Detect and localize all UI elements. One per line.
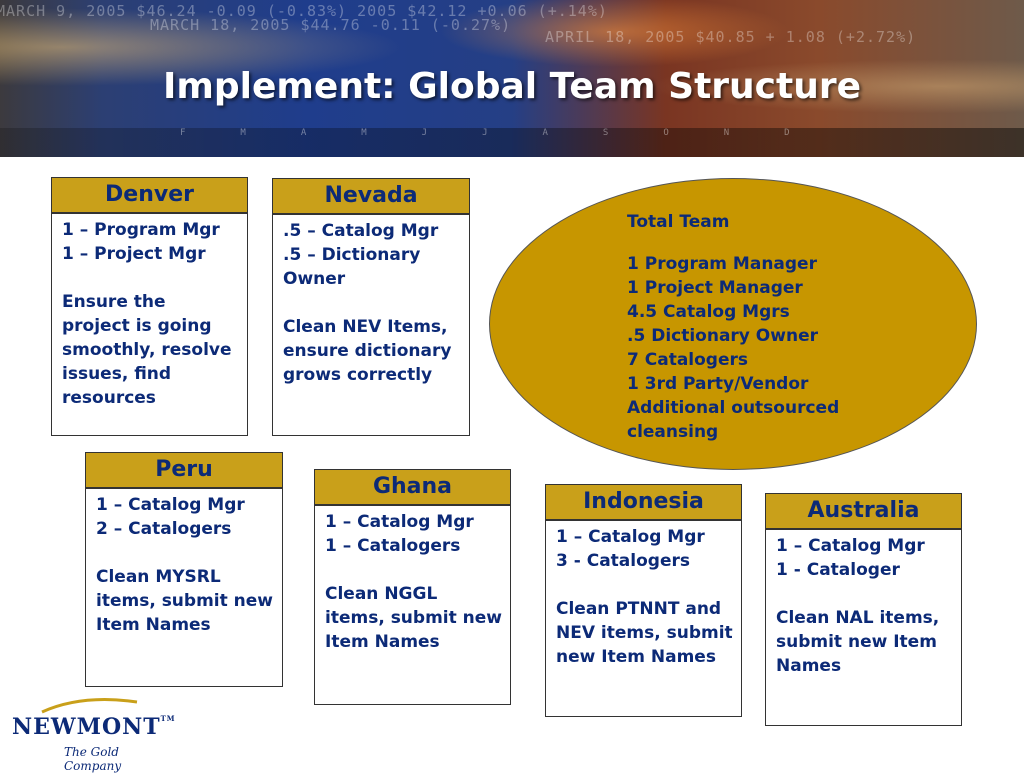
site-role: 1 – Catalog Mgr xyxy=(556,527,705,547)
site-role: 1 – Project Mgr xyxy=(62,244,206,264)
header-banner: MARCH 9, 2005 $46.24 -0.09 (-0.83%) 2005… xyxy=(0,0,1024,157)
total-team-ellipse xyxy=(489,178,977,470)
logo-swoosh-icon xyxy=(41,698,138,714)
site-role: .5 – Catalog Mgr xyxy=(283,221,439,241)
site-box-indonesia: Indonesia 1 – Catalog Mgr 3 - Catalogers… xyxy=(545,484,742,717)
site-name: Peru xyxy=(86,453,282,489)
site-role: 1 - Cataloger xyxy=(776,560,900,580)
site-role: 1 – Catalog Mgr xyxy=(96,495,245,515)
site-task: Clean NGGL items, submit new Item Names xyxy=(325,584,503,652)
total-team-heading: Total Team xyxy=(627,212,730,232)
site-role: 1 – Program Mgr xyxy=(62,220,220,240)
site-box-nevada: Nevada .5 – Catalog Mgr .5 – Dictionary … xyxy=(272,178,470,436)
site-box-ghana: Ghana 1 – Catalog Mgr 1 – Catalogers Cle… xyxy=(314,469,511,705)
site-role: 1 – Catalogers xyxy=(325,536,461,556)
total-team-item: .5 Dictionary Owner xyxy=(627,326,818,346)
total-team-item: 1 Project Manager xyxy=(627,278,803,298)
site-role: 2 – Catalogers xyxy=(96,519,232,539)
site-task: Clean NEV Items, ensure dictionary grows… xyxy=(283,317,452,385)
site-name: Denver xyxy=(52,178,247,214)
site-role: 1 – Catalog Mgr xyxy=(776,536,925,556)
site-task: Clean NAL items, submit new Item Names xyxy=(776,608,940,676)
site-name: Indonesia xyxy=(546,485,741,521)
site-task: Clean PTNNT and NEV items, submit new It… xyxy=(556,599,733,667)
total-team-item: 1 3rd Party/Vendor xyxy=(627,374,809,394)
ticker-line: MARCH 9, 2005 $46.24 -0.09 (-0.83%) 2005… xyxy=(0,2,608,20)
site-task: Clean MYSRL items, submit new Item Names xyxy=(96,567,274,635)
site-role: 1 – Catalog Mgr xyxy=(325,512,474,532)
logo-wordmark: NEWMONT xyxy=(12,714,161,740)
site-name: Nevada xyxy=(273,179,469,215)
ticker-line: APRIL 18, 2005 $40.85 + 1.08 (+2.72%) xyxy=(545,28,917,46)
slide-title: Implement: Global Team Structure xyxy=(162,66,862,107)
total-team-summary: Total Team 1 Program Manager 1 Project M… xyxy=(627,210,887,444)
site-name: Australia xyxy=(766,494,961,530)
ticker-line: MARCH 18, 2005 $44.76 -0.11 (-0.27%) xyxy=(150,16,512,34)
total-team-item: 7 Catalogers xyxy=(627,350,749,370)
site-box-peru: Peru 1 – Catalog Mgr 2 – Catalogers Clea… xyxy=(85,452,283,687)
site-box-denver: Denver 1 – Program Mgr 1 – Project Mgr E… xyxy=(51,177,248,436)
logo-trademark: TM xyxy=(160,714,176,723)
total-team-item: Additional outsourced cleansing xyxy=(627,398,840,442)
site-role: .5 – Dictionary Owner xyxy=(283,245,421,289)
site-box-australia: Australia 1 – Catalog Mgr 1 - Cataloger … xyxy=(765,493,962,726)
newmont-logo: NEWMONTTM The Gold Company xyxy=(12,696,175,773)
logo-tagline: The Gold Company xyxy=(64,745,122,773)
stock-ticker-background: MARCH 9, 2005 $46.24 -0.09 (-0.83%) 2005… xyxy=(0,0,1024,60)
site-role: 3 - Catalogers xyxy=(556,551,690,571)
total-team-item: 4.5 Catalog Mgrs xyxy=(627,302,790,322)
total-team-item: 1 Program Manager xyxy=(627,254,817,274)
month-strip: FMAMJJASOND xyxy=(0,128,1024,157)
site-name: Ghana xyxy=(315,470,510,506)
site-task: Ensure the project is going smoothly, re… xyxy=(62,292,232,408)
